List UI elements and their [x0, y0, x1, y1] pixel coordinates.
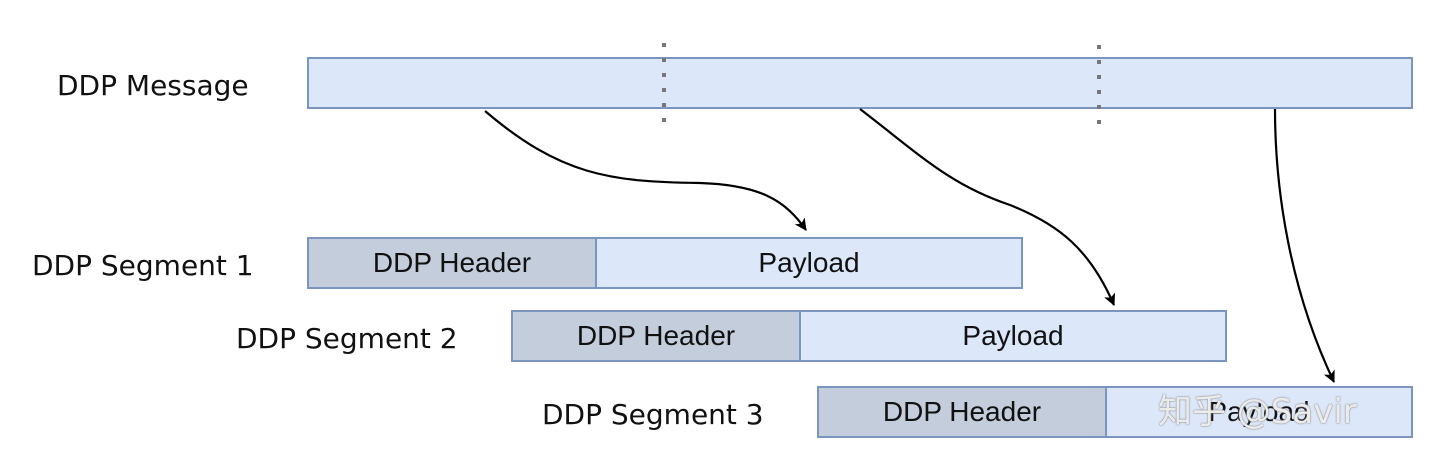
segment-2-payload: Payload	[799, 310, 1227, 362]
message-bar	[307, 57, 1413, 109]
segment-3-header: DDP Header	[817, 386, 1107, 438]
watermark-text: 知乎 @Savir	[1158, 392, 1357, 432]
segment-1-payload: Payload	[595, 237, 1023, 289]
arrow-to-segment-1	[484, 110, 807, 231]
segment-1-label: DDP Segment 1	[32, 249, 254, 282]
message-label: DDP Message	[57, 69, 249, 102]
segment-2-label: DDP Segment 2	[236, 322, 458, 355]
segment-2-header: DDP Header	[511, 310, 801, 362]
arrow-to-segment-2	[859, 108, 1116, 306]
segment-3-payload: Payload	[1105, 386, 1413, 438]
arrow-to-segment-3	[1273, 108, 1335, 383]
segment-3-label: DDP Segment 3	[542, 398, 764, 431]
